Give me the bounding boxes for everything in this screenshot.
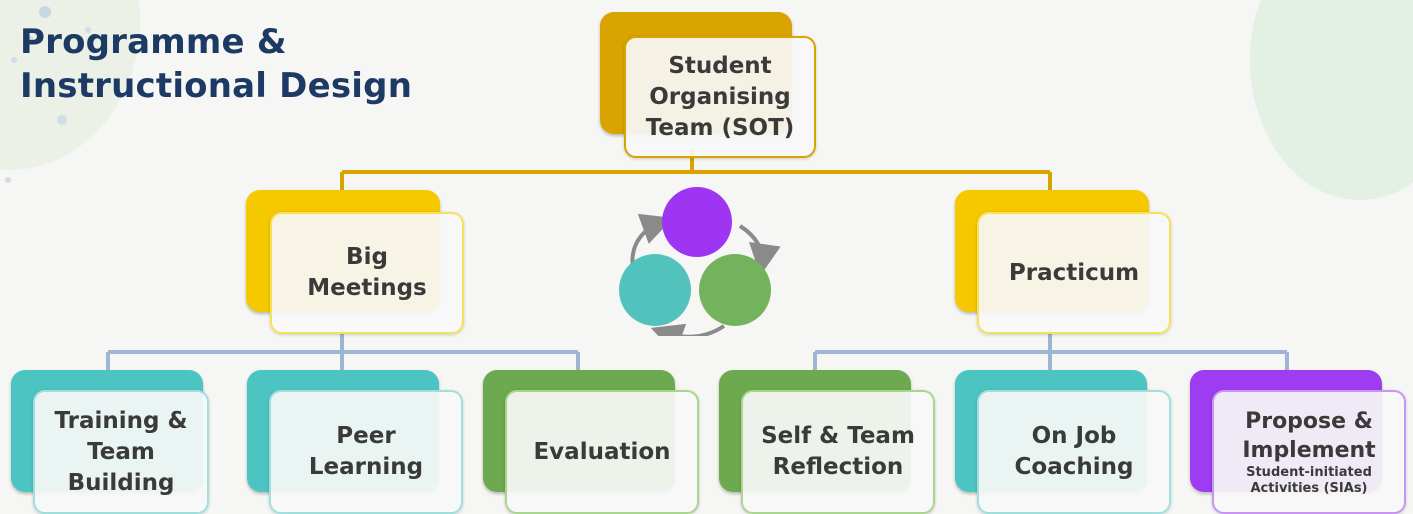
node-label: Propose & Implement [1242,409,1376,463]
node-propose-implement: Propose & Implement Student-initiated Ac… [1190,370,1408,514]
node-front: Big Meetings [270,212,464,334]
node-front: Self & Team Reflection [741,390,935,514]
node-front: Propose & Implement Student-initiated Ac… [1212,390,1406,514]
node-front: On Job Coaching [977,390,1171,514]
node-label: On Job Coaching [1014,423,1134,480]
node-label: Training & Team Building [54,407,188,496]
node-label: Practicum [1008,259,1140,286]
node-front: Student Organising Team (SOT) [624,36,816,158]
node-front: Training & Team Building [33,390,209,514]
node-sublabel: Student-initiated Activities (SIAs) [1246,465,1372,496]
node-on-job-coaching: On Job Coaching [955,370,1173,514]
node-training-team-building: Training & Team Building [11,370,211,514]
node-label: Student Organising Team (SOT) [645,52,795,141]
node-student-organising-team: Student Organising Team (SOT) [600,12,818,160]
node-label: Peer Learning [308,423,424,480]
node-label: Self & Team Reflection [761,423,915,480]
node-front: Evaluation [505,390,699,514]
node-label: Big Meetings [307,244,427,301]
node-peer-learning: Peer Learning [247,370,465,514]
node-big-meetings: Big Meetings [246,190,466,336]
three-circle-cycle-icon [619,187,781,336]
node-evaluation: Evaluation [483,370,701,514]
node-practicum: Practicum [955,190,1175,336]
node-front: Practicum [977,212,1171,334]
node-front: Peer Learning [269,390,463,514]
page-title: Programme & Instructional Design [20,22,413,106]
node-self-team-reflection: Self & Team Reflection [719,370,937,514]
node-label: Evaluation [533,438,671,465]
